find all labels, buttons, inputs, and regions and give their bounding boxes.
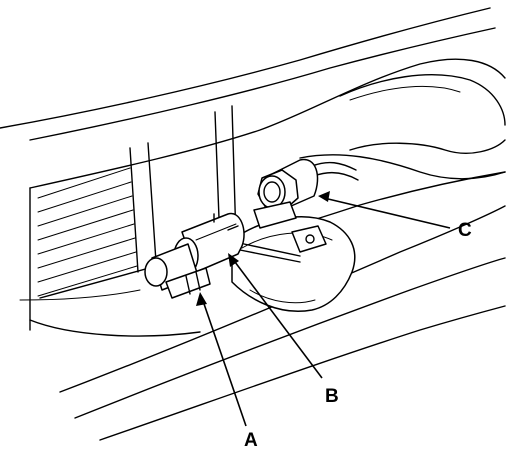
label-c: C xyxy=(458,220,472,241)
label-a: A xyxy=(244,430,258,451)
callout-c xyxy=(318,191,451,229)
connector-c xyxy=(253,158,359,229)
callout-b xyxy=(228,253,323,379)
arrowhead-c xyxy=(318,191,330,202)
sensor-a xyxy=(144,243,211,299)
body-panel xyxy=(0,7,506,441)
leader-b xyxy=(231,257,323,379)
arrowhead-a xyxy=(196,292,207,306)
grille xyxy=(29,105,237,331)
leader-a xyxy=(201,297,247,427)
leader-c xyxy=(323,197,451,229)
label-b: B xyxy=(325,386,339,407)
mounting-bracket xyxy=(231,216,356,312)
arrowhead-b xyxy=(228,253,239,267)
callout-a xyxy=(196,292,247,427)
